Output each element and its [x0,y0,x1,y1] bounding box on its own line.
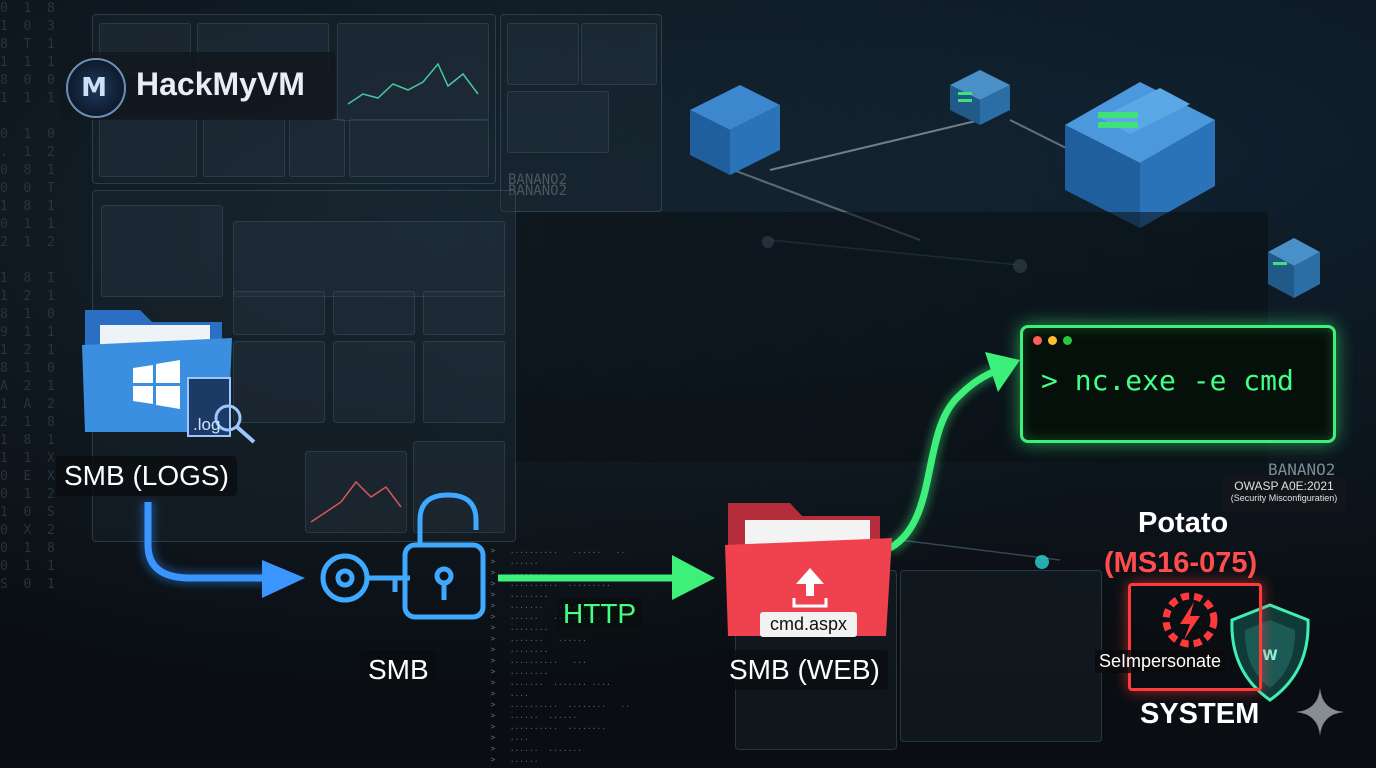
dashboard-panel-top-left [92,14,496,184]
node-label-cve: (MS16-075) [1104,547,1258,579]
brand-logo: M HackMyVM [60,52,336,120]
widget [233,221,505,297]
windows-folder-icon [82,310,256,444]
sparkle-icon [1296,688,1344,736]
owasp-name: (Security Misconfiguratien) [1230,493,1338,503]
red-folder-icon [725,503,892,636]
owasp-badge: OWASP A0E:2021 (Security Misconfiguratie… [1222,476,1346,512]
widget [337,23,489,121]
padlock-icon [402,492,486,620]
background-terminal-text: BANANO2 BANANO2 [508,172,568,199]
area-sparkline [310,480,402,523]
widget [233,341,325,423]
widget [349,119,489,177]
network-link [1009,119,1071,151]
key-icon [320,553,410,603]
green-curve-arrow [888,364,1006,552]
widget [581,23,657,85]
terminal-command: > nc.exe -e cmd [1041,364,1294,397]
green-curve-glow [886,361,1007,555]
edge-label-http: HTTP [557,598,643,630]
widget [233,291,325,335]
privilege-escalation-box [1128,583,1262,691]
node-label-system: SYSTEM [1140,698,1260,730]
docker-container-icon [1065,82,1215,228]
window-controls [1033,336,1072,345]
widget [507,23,579,85]
close-dot-icon [1033,336,1042,345]
magnifier-icon [214,404,242,432]
widget [99,119,197,177]
widget [333,341,415,423]
docker-container-icon [950,70,1010,125]
upload-icon [792,568,828,608]
area-sparkline [347,62,479,105]
log-file-badge: .log [193,415,221,434]
shield-icon: W [1230,603,1310,702]
svg-text:M: M [81,73,107,103]
widget [423,341,505,423]
docker-container-icon [1268,238,1320,298]
file-label-cmd-aspx: cmd.aspx [760,612,858,637]
matrix-rain: 0 1 8 1 0 3 8 T 1 1 1 1 8 0 0 1 1 1 0 1 … [0,1,55,592]
node-label-potato: Potato [1138,507,1229,539]
green-curve-head [985,352,1020,392]
background-text: BANANO2 [1268,460,1336,479]
docker-container-icon [690,85,780,175]
windows-logo-icon [133,360,180,409]
node-label-smb-web: SMB (WEB) [721,650,888,690]
hackmyvm-logo-icon: M [66,58,126,118]
widget [203,119,285,177]
widget [305,451,407,533]
network-link [769,119,981,171]
m-monogram-icon: M [81,73,107,103]
gear-lightning-icon [1162,592,1218,648]
svg-text:W: W [1262,648,1277,664]
minimize-dot-icon [1048,336,1057,345]
dashboard-panel-bottom-right-2 [900,570,1102,742]
widget [413,441,505,533]
terminal-window: > nc.exe -e cmd [1020,325,1336,443]
node-label-smb: SMB [360,650,437,690]
privilege-label: SeImpersonate [1095,650,1226,673]
owasp-code: OWASP A0E:2021 [1234,479,1334,493]
node-label-smb-logs: SMB (LOGS) [56,456,237,496]
dashboard-panel-top-mid [500,14,662,212]
green-arrow-head [672,555,715,600]
blue-flow-glow [141,502,270,585]
widget [423,291,505,335]
widget [507,91,609,153]
network-node [1035,555,1049,569]
network-link [899,539,1061,561]
widget [101,205,223,297]
maximize-dot-icon [1063,336,1072,345]
widget [333,291,415,335]
brand-name: HackMyVM [136,66,305,102]
blue-flow-arrow [144,502,270,582]
blue-arrow-head [262,560,305,598]
